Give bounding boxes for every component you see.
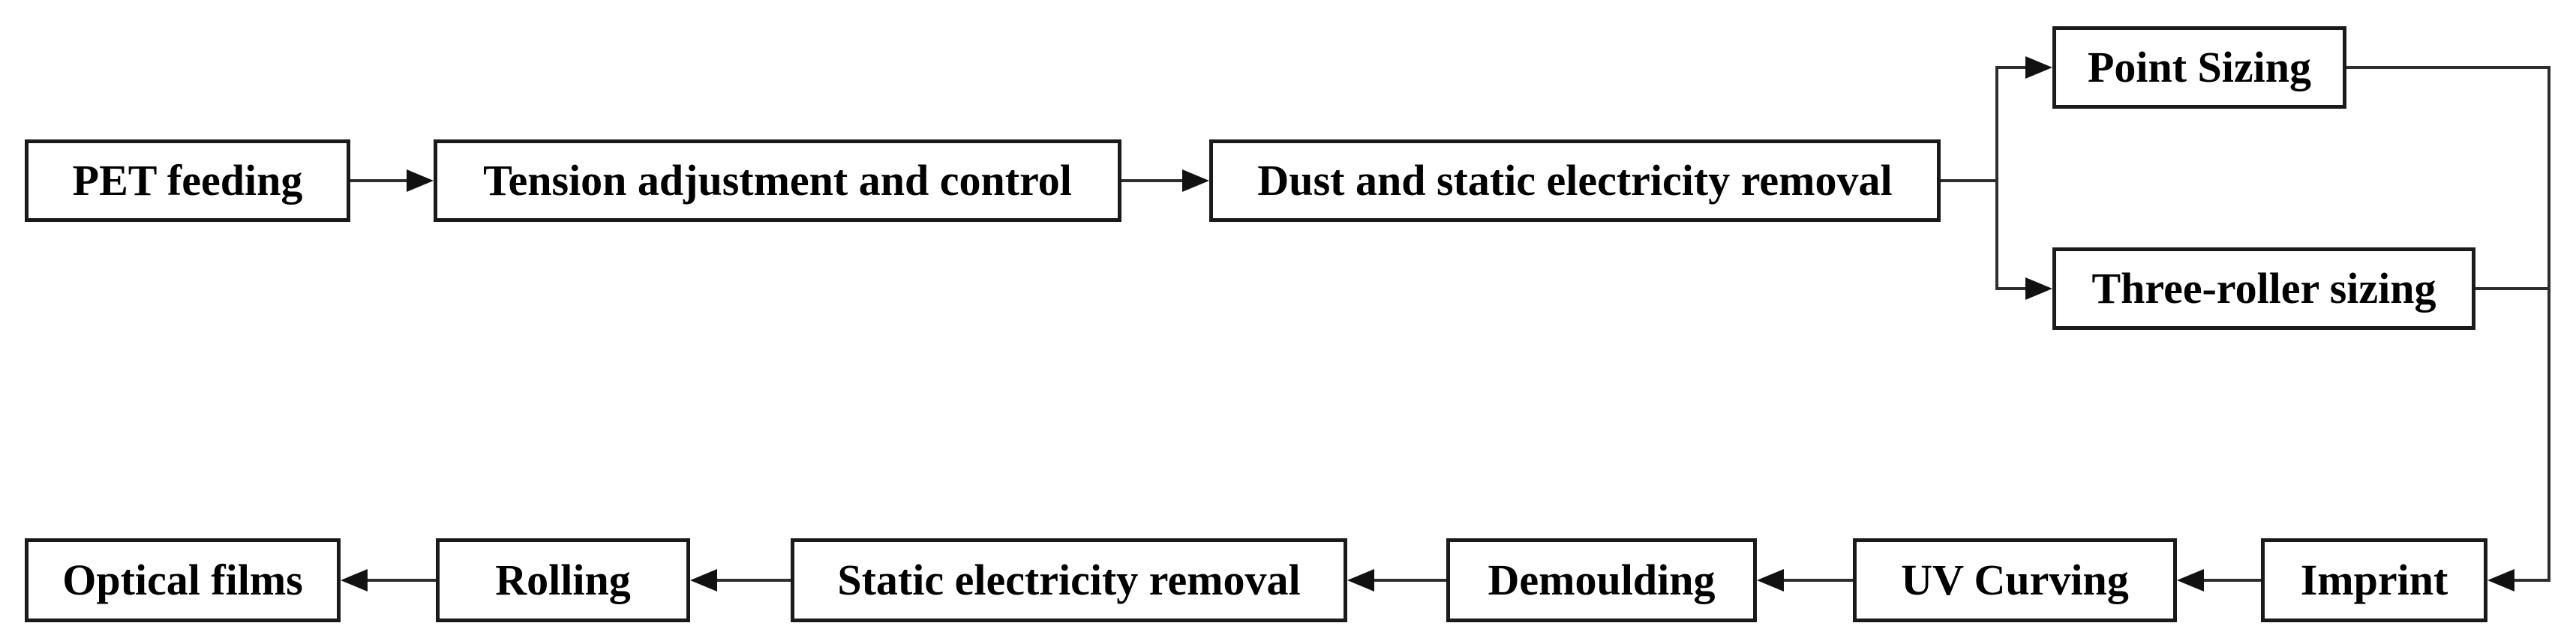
node-label: Tension adjustment and control	[483, 156, 1072, 205]
node-pet-feeding: PET feeding	[25, 139, 350, 222]
arrowhead-right-icon	[2025, 277, 2052, 300]
node-dust-static-removal: Dust and static electricity removal	[1209, 139, 1941, 222]
arrowhead-right-icon	[1182, 169, 1209, 192]
node-label: Imprint	[2300, 556, 2448, 604]
edge-imprint-to-uv	[2177, 569, 2261, 592]
edge-pet-to-tension	[350, 169, 434, 192]
edge-dust-to-branch	[1941, 66, 1998, 290]
edge-branch-to-three-roller	[1995, 277, 2052, 300]
edge-spine-to-imprint	[2487, 66, 2550, 592]
edge-static-to-rolling	[690, 569, 791, 592]
node-label: Demoulding	[1488, 556, 1716, 604]
arrowhead-left-icon	[1757, 569, 1784, 592]
edge-uv-to-demoulding	[1757, 569, 1853, 592]
node-label: Point Sizing	[2087, 43, 2312, 91]
node-label: Three-roller sizing	[2091, 264, 2436, 313]
edge-rolling-to-optical	[341, 569, 436, 592]
edge-branch-to-point-sizing	[1995, 56, 2052, 79]
node-label: UV Curving	[1901, 556, 2129, 604]
node-label: Static electricity removal	[837, 556, 1301, 604]
node-static-electricity-removal: Static electricity removal	[791, 538, 1347, 622]
arrowhead-left-icon	[2177, 569, 2204, 592]
node-label: Optical films	[62, 556, 303, 604]
node-tension-adjustment: Tension adjustment and control	[434, 139, 1121, 222]
arrowhead-left-icon	[690, 569, 717, 592]
arrowhead-left-icon	[1347, 569, 1374, 592]
node-point-sizing: Point Sizing	[2052, 26, 2346, 109]
arrowhead-left-icon	[2487, 569, 2514, 592]
edge-demoulding-to-static	[1347, 569, 1446, 592]
node-imprint: Imprint	[2261, 538, 2487, 622]
node-three-roller-sizing: Three-roller sizing	[2052, 247, 2475, 330]
arrowhead-right-icon	[2025, 56, 2052, 79]
node-rolling: Rolling	[436, 538, 690, 622]
node-label: PET feeding	[72, 156, 303, 205]
node-label: Dust and static electricity removal	[1257, 156, 1893, 205]
arrowhead-left-icon	[341, 569, 368, 592]
node-optical-films: Optical films	[25, 538, 341, 622]
edge-tension-to-dust	[1121, 169, 1209, 192]
node-uv-curving: UV Curving	[1853, 538, 2177, 622]
node-demoulding: Demoulding	[1446, 538, 1757, 622]
arrowhead-right-icon	[407, 169, 434, 192]
node-label: Rolling	[495, 556, 631, 604]
